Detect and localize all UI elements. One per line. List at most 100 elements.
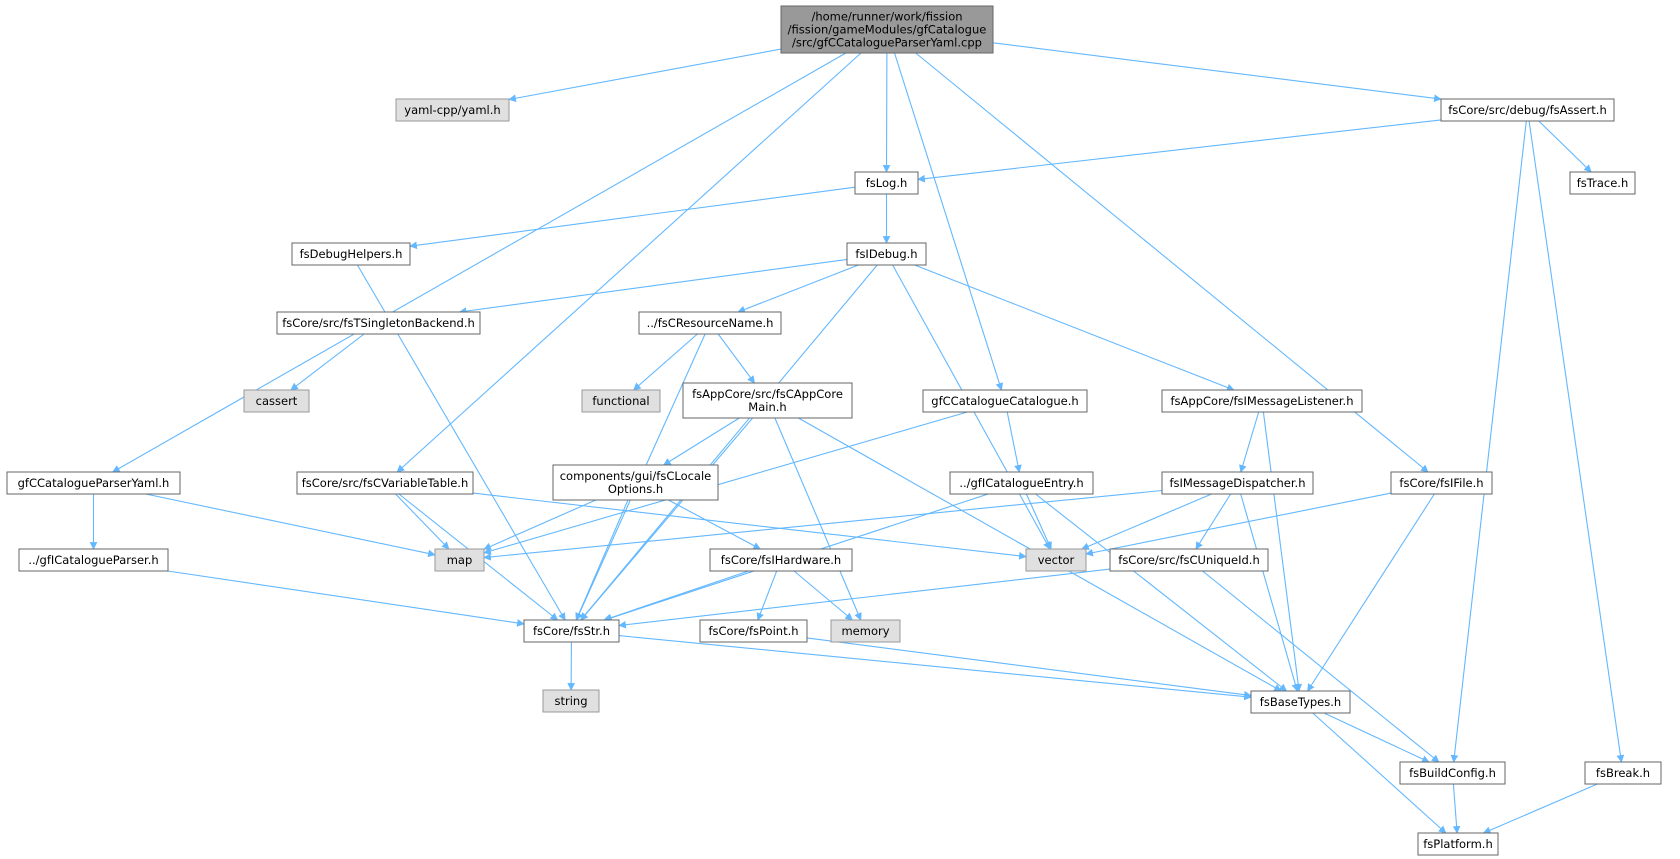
node-gf-icatalogue-entry[interactable]: ../gfICatalogueEntry.h	[949, 471, 1094, 495]
node-label: gfCCatalogueParserYaml.h	[18, 476, 170, 490]
node-label: fsLog.h	[866, 176, 908, 190]
node-fs-idebug[interactable]: fsIDebug.h	[846, 242, 927, 266]
node-box	[243, 389, 310, 413]
node-fs-log[interactable]: fsLog.h	[854, 171, 919, 195]
edge-fs-capp-core-main-to-memory	[774, 417, 862, 621]
node-box	[291, 242, 411, 266]
node-fs-point[interactable]: fsCore/fsPoint.h	[699, 619, 808, 643]
node-yaml: yaml-cpp/yaml.h	[395, 98, 510, 122]
node-fs-imessage-listener[interactable]: fsAppCore/fsIMessageListener.h	[1161, 389, 1363, 413]
node-box	[296, 471, 474, 495]
edge-fs-imessage-listener-to-fs-base-types	[1262, 411, 1303, 692]
edge-root-to-fs-assert	[992, 42, 1442, 103]
edge-fs-cvariable-table-to-map	[395, 493, 450, 550]
edge-root-to-yaml	[508, 48, 782, 103]
edge-fs-base-types-to-fs-platform	[1312, 712, 1447, 834]
node-functional: functional	[581, 389, 661, 413]
edge-fs-capp-core-main-to-fs-clocale-options	[663, 417, 740, 466]
edges-layer	[89, 42, 1625, 834]
edge-fs-idebug-to-fs-imessage-listener	[914, 264, 1235, 392]
node-fs-assert[interactable]: fsCore/src/debug/fsAssert.h	[1440, 98, 1615, 122]
edge-fs-cunique-id-to-fs-str	[618, 568, 1111, 629]
edge-fs-break-to-fs-platform	[1482, 783, 1598, 834]
node-fs-trace[interactable]: fsTrace.h	[1569, 171, 1636, 195]
node-label: fsCore/src/debug/fsAssert.h	[1448, 103, 1606, 117]
node-fs-cvariable-table[interactable]: fsCore/src/fsCVariableTable.h	[296, 471, 474, 495]
node-string: string	[542, 689, 600, 713]
node-box	[830, 619, 901, 643]
node-box	[846, 242, 927, 266]
node-box	[1390, 471, 1493, 495]
node-label: components/gui/fsCLocale	[560, 469, 712, 483]
node-memory: memory	[830, 619, 901, 643]
edge-fs-idebug-to-fs-cresource-name	[737, 264, 859, 314]
node-label: fsCore/fsStr.h	[533, 624, 610, 638]
node-fs-debug-helpers[interactable]: fsDebugHelpers.h	[291, 242, 411, 266]
node-gf-ccatalogue-parser-yaml[interactable]: gfCCatalogueParserYaml.h	[6, 471, 181, 495]
edge-fs-imessage-dispatcher-to-map	[483, 489, 1163, 561]
node-fs-ifile[interactable]: fsCore/fsIFile.h	[1390, 471, 1493, 495]
edge-root-to-gf-ccatalogue-parser-yaml	[112, 52, 847, 473]
edge-fs-ihardware-to-fs-str	[603, 570, 749, 622]
edge-root-to-fs-cvariable-table	[396, 52, 862, 473]
node-label: yaml-cpp/yaml.h	[404, 103, 500, 117]
node-label: /src/gfCCatalogueParserYaml.cpp	[792, 36, 982, 50]
node-fs-build-config[interactable]: fsBuildConfig.h	[1399, 761, 1506, 785]
node-fs-cresource-name[interactable]: ../fsCResourceName.h	[638, 311, 782, 335]
edge-fs-clocale-options-to-fs-ihardware	[668, 499, 761, 550]
node-box	[949, 471, 1094, 495]
edge-fs-point-to-fs-base-types	[806, 637, 1252, 699]
node-fs-ihardware[interactable]: fsCore/fsIHardware.h	[709, 548, 853, 572]
node-label: fsAppCore/fsIMessageListener.h	[1171, 394, 1354, 408]
node-fs-tsingleton[interactable]: fsCore/src/fsTSingletonBackend.h	[276, 311, 481, 335]
node-box	[1250, 690, 1351, 714]
edge-fs-ifile-to-fs-base-types	[1307, 493, 1435, 692]
edge-gf-ccatalogue-catalogue-to-gf-icatalogue-entry	[1006, 411, 1022, 473]
node-label: gfCCatalogueCatalogue.h	[931, 394, 1078, 408]
node-label: fsIDebug.h	[855, 247, 917, 261]
edge-fs-capp-core-main-to-fs-str	[580, 417, 754, 621]
node-fs-imessage-dispatcher[interactable]: fsIMessageDispatcher.h	[1161, 471, 1314, 495]
node-label: fsBreak.h	[1596, 766, 1650, 780]
edge-fs-idebug-to-fs-tsingleton	[458, 258, 848, 315]
edge-gf-icatalogue-parser-to-fs-str	[167, 570, 525, 627]
nodes-layer: /home/runner/work/fission/fission/gameMo…	[6, 5, 1662, 856]
node-label: memory	[841, 624, 889, 638]
node-fs-str[interactable]: fsCore/fsStr.h	[523, 619, 620, 643]
node-box	[434, 548, 485, 572]
node-label: ../gfICatalogueEntry.h	[959, 476, 1083, 490]
edge-fs-ihardware-to-memory	[793, 570, 853, 621]
node-box	[780, 5, 994, 54]
node-label: fsCore/fsIFile.h	[1399, 476, 1483, 490]
node-label: cassert	[256, 394, 298, 408]
edge-fs-imessage-dispatcher-to-vector	[1081, 493, 1212, 550]
node-label: map	[447, 553, 473, 567]
node-box	[1584, 761, 1662, 785]
node-gf-ccatalogue-catalogue[interactable]: gfCCatalogueCatalogue.h	[922, 389, 1088, 413]
node-label: functional	[592, 394, 649, 408]
node-box	[922, 389, 1088, 413]
node-box	[854, 171, 919, 195]
node-label: fsDebugHelpers.h	[300, 247, 403, 261]
edge-fs-base-types-to-fs-build-config	[1323, 712, 1430, 763]
node-label: fsCore/src/fsTSingletonBackend.h	[282, 316, 475, 330]
edge-fs-clocale-options-to-map	[483, 499, 597, 550]
node-box	[1417, 832, 1499, 856]
node-gf-icatalogue-parser[interactable]: ../gfICatalogueParser.h	[18, 548, 169, 572]
node-box	[699, 619, 808, 643]
edge-fs-imessage-dispatcher-to-fs-base-types	[1240, 493, 1300, 692]
node-fs-base-types[interactable]: fsBaseTypes.h	[1250, 690, 1351, 714]
node-label: ../gfICatalogueParser.h	[28, 553, 158, 567]
node-box	[581, 389, 661, 413]
node-fs-cunique-id[interactable]: fsCore/src/fsCUniqueId.h	[1109, 548, 1269, 572]
node-fs-platform[interactable]: fsPlatform.h	[1417, 832, 1499, 856]
edge-fs-ifile-to-vector	[1085, 492, 1392, 557]
node-box	[1399, 761, 1506, 785]
edge-fs-build-config-to-fs-platform	[1452, 783, 1461, 834]
node-fs-break[interactable]: fsBreak.h	[1584, 761, 1662, 785]
node-root[interactable]: /home/runner/work/fission/fission/gameMo…	[780, 5, 994, 54]
node-label: fsCore/fsPoint.h	[708, 624, 798, 638]
edge-gf-icatalogue-entry-to-fs-base-types	[1035, 493, 1288, 692]
